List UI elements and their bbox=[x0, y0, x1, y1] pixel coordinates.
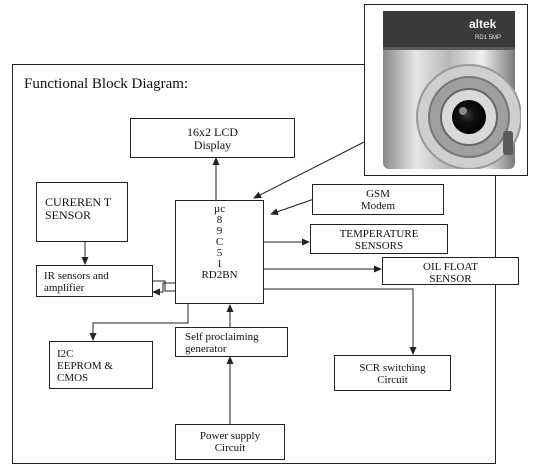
mcu-line-5: 5 bbox=[216, 247, 223, 259]
camera-brand-text: altek bbox=[469, 17, 497, 31]
self-proclaiming-line-2: generator bbox=[185, 343, 227, 355]
mcu-line-1: µc bbox=[213, 203, 226, 215]
i2c-line-3: CMOS bbox=[57, 372, 89, 384]
microcontroller-block: µc 8 9 C 5 1 RD2BN bbox=[175, 200, 264, 304]
mcu-line-4: C bbox=[215, 236, 224, 248]
mcu-line-3: 9 bbox=[216, 225, 223, 237]
power-supply-block: Power supply Circuit bbox=[175, 424, 285, 460]
oil-float-line-2: SENSOR bbox=[429, 273, 472, 285]
arrow-mcu-to-scr bbox=[264, 288, 417, 355]
self-proclaiming-generator-block: Self proclaiming generator bbox=[175, 327, 288, 357]
camera-model-text: RD1 5MP bbox=[475, 35, 502, 41]
current-sensor-line-1: CUREREN T bbox=[45, 195, 112, 209]
temperature-sensors-block: TEMPERATURE SENSORS bbox=[310, 224, 448, 254]
diagram-title: Functional Block Diagram: bbox=[24, 76, 189, 92]
gsm-modem-block: GSM Modem bbox=[312, 184, 444, 215]
lcd-label-line-2: Display bbox=[193, 138, 232, 152]
lcd-label-line-1: 16x2 LCD bbox=[187, 125, 238, 139]
camera-photo-inset: altek RD1 5MP bbox=[364, 4, 528, 176]
ir-sensors-block: IR sensors and amplifier bbox=[36, 265, 153, 297]
oil-float-line-1: OIL FLOAT bbox=[423, 261, 478, 273]
arrow-photo-to-mcu bbox=[253, 139, 369, 199]
ir-line-2: amplifier bbox=[44, 282, 85, 294]
scr-switching-block: SCR switching Circuit bbox=[334, 355, 451, 391]
arrow-mcu-to-i2c bbox=[89, 304, 189, 341]
scr-line-2: Circuit bbox=[377, 374, 408, 386]
current-sensor-line-2: SENSOR bbox=[45, 208, 92, 222]
self-proclaiming-line-1: Self proclaiming bbox=[185, 331, 259, 343]
lcd-display-block: 16x2 LCD Display bbox=[130, 118, 295, 158]
ir-line-1: IR sensors and bbox=[44, 270, 109, 282]
line-ir-to-mcu bbox=[153, 280, 175, 292]
power-line-2: Circuit bbox=[214, 442, 246, 454]
mcu-line-6: 1 bbox=[216, 258, 223, 270]
arrow-mcu-to-ir bbox=[152, 282, 175, 296]
arrow-gsm-to-mcu bbox=[270, 198, 315, 215]
gsm-line-1: GSM bbox=[366, 188, 390, 200]
power-line-1: Power supply bbox=[199, 430, 261, 442]
mcu-line-7: RD2BN bbox=[201, 269, 238, 281]
temperature-line-1: TEMPERATURE bbox=[339, 228, 419, 240]
gsm-line-2: Modem bbox=[360, 200, 396, 212]
i2c-line-2: EEPROM & bbox=[57, 360, 113, 372]
scr-line-1: SCR switching bbox=[359, 362, 426, 374]
current-sensor-block: CUREREN T SENSOR bbox=[36, 182, 128, 242]
oil-float-sensor-block: OIL FLOAT SENSOR bbox=[382, 257, 519, 285]
i2c-line-1: I2C bbox=[57, 348, 74, 360]
connector-arrows bbox=[81, 139, 417, 424]
mcu-line-2: 8 bbox=[216, 214, 223, 226]
camera-photo-icon bbox=[383, 11, 521, 169]
i2c-eeprom-block: I2C EEPROM & CMOS bbox=[49, 341, 153, 389]
temperature-line-2: SENSORS bbox=[354, 240, 404, 252]
